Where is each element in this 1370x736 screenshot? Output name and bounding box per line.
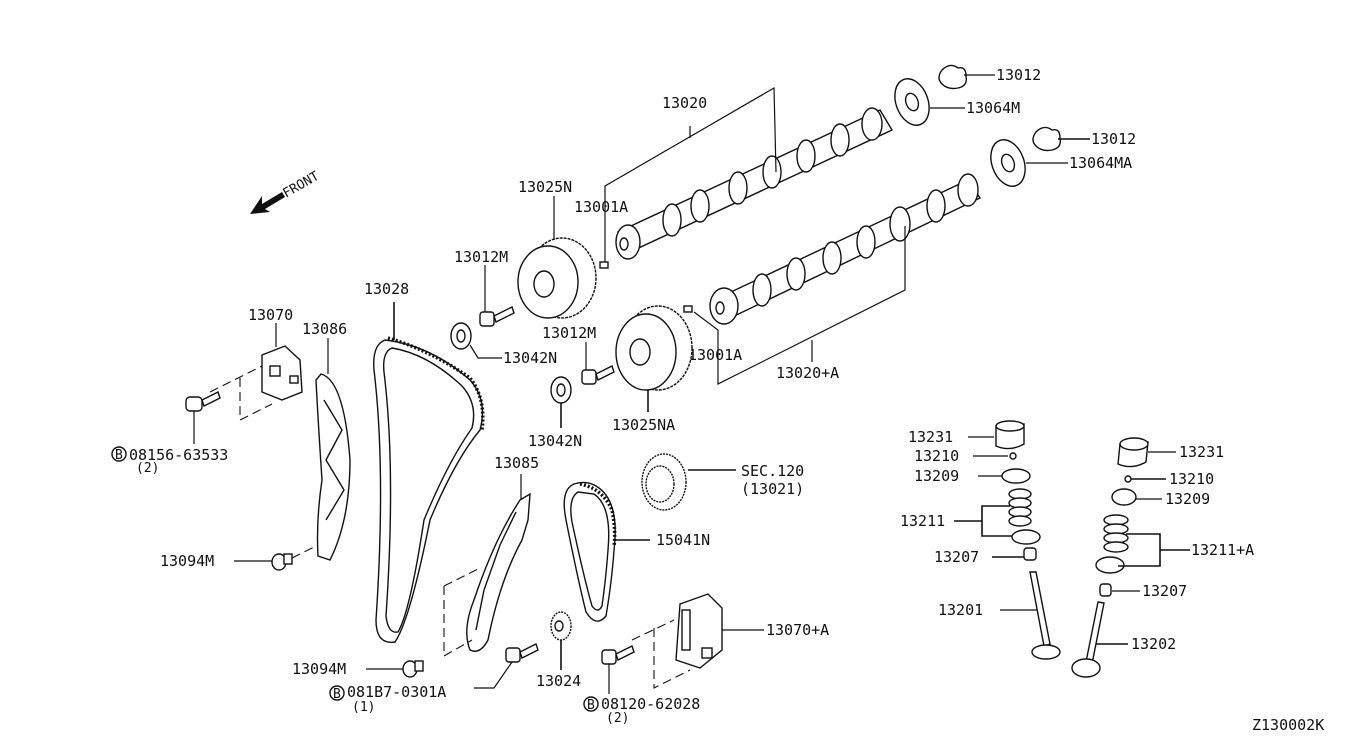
callout-13207-right[interactable]: 13207 — [1142, 582, 1187, 600]
quantity-08156: (2) — [136, 461, 159, 476]
callout-08156-63533[interactable]: 08156-63533 — [129, 446, 228, 464]
callout-13025N[interactable]: 13025N — [518, 178, 572, 196]
callout-13085[interactable]: 13085 — [494, 454, 539, 472]
bolt-08156-63533-icon — [185, 391, 221, 412]
diagram-code: Z130002K — [1252, 716, 1324, 734]
callout-13210-left[interactable]: 13210 — [914, 447, 959, 465]
oil-pump-gear-icon — [641, 453, 687, 511]
callout-13012M-lower[interactable]: 13012M — [542, 324, 596, 342]
callout-13201[interactable]: 13201 — [938, 601, 983, 619]
bolt-08120-62028-icon — [601, 645, 635, 665]
callout-13202[interactable]: 13202 — [1131, 635, 1176, 653]
spring-retainer-13209-right-icon — [1111, 488, 1137, 506]
callout-13070[interactable]: 13070 — [248, 306, 293, 324]
quantity-08120: (2) — [606, 711, 629, 726]
chain-guide-13086-icon — [315, 373, 351, 561]
bolt-symbol-icon: B — [583, 696, 599, 713]
callout-13001A-lower[interactable]: 13001A — [688, 346, 742, 364]
valve-spring-13211-left-icon — [1008, 488, 1041, 545]
callout-13094M-lower[interactable]: 13094M — [292, 660, 346, 678]
timing-chain-13028-icon — [373, 336, 485, 644]
svg-text:B: B — [115, 448, 123, 463]
callout-13028[interactable]: 13028 — [364, 280, 409, 298]
callout-13064MA[interactable]: 13064MA — [1069, 154, 1132, 172]
callout-sec-120[interactable]: SEC.120 — [741, 462, 804, 480]
cam-sprocket-13025NA-icon — [615, 305, 693, 391]
sprocket-13064MA-icon — [990, 139, 1026, 187]
dowel-pin-upper-icon — [599, 261, 609, 269]
chain-guide-13085-icon — [466, 492, 531, 652]
callout-08120-62028[interactable]: 08120-62028 — [601, 695, 700, 713]
callout-13020A[interactable]: 13020+A — [776, 364, 839, 382]
chain-tensioner-13070A-icon — [675, 593, 723, 669]
callout-13020[interactable]: 13020 — [662, 94, 707, 112]
crank-sprocket-13024-icon — [550, 611, 572, 641]
callout-13211[interactable]: 13211 — [900, 512, 945, 530]
valve-collet-13210-left-icon — [1009, 452, 1017, 460]
exhaust-valve-13202-icon — [1071, 601, 1105, 678]
oil-pump-chain-15041N-icon — [563, 481, 617, 622]
svg-text:B: B — [333, 687, 341, 702]
callout-13012-upper[interactable]: 13012 — [996, 66, 1041, 84]
bolt-13012M-lower-icon — [581, 365, 615, 385]
camshaft-upper-icon — [615, 107, 894, 260]
callout-081B7-0301A[interactable]: 081B7-0301A — [347, 683, 446, 701]
valve-collet-13210-right-icon — [1124, 475, 1132, 483]
quantity-081B7: (1) — [352, 700, 375, 715]
callout-13086[interactable]: 13086 — [302, 320, 347, 338]
cap-13012-lower-icon — [1032, 126, 1062, 152]
callout-13231-right[interactable]: 13231 — [1179, 443, 1224, 461]
bolt-081B7-0301A-icon — [505, 643, 539, 663]
callout-13012M-upper[interactable]: 13012M — [454, 248, 508, 266]
dowel-pin-lower-icon — [683, 305, 693, 313]
callout-13094M-upper[interactable]: 13094M — [160, 552, 214, 570]
seal-13042N-lower-icon — [550, 376, 572, 404]
bolt-symbol-icon: B — [111, 446, 127, 463]
callout-13021-ref[interactable]: (13021) — [741, 480, 804, 498]
pivot-bolt-13094M-upper-icon — [271, 553, 293, 571]
callout-13209-right[interactable]: 13209 — [1165, 490, 1210, 508]
callout-13024[interactable]: 13024 — [536, 672, 581, 690]
callout-13211A[interactable]: 13211+A — [1191, 541, 1254, 559]
intake-valve-13201-icon — [1029, 571, 1061, 660]
cap-13012-upper-icon — [938, 64, 968, 90]
callout-13064M[interactable]: 13064M — [966, 99, 1020, 117]
callout-13001A-upper[interactable]: 13001A — [574, 198, 628, 216]
callout-13012-lower[interactable]: 13012 — [1091, 130, 1136, 148]
valve-lifter-13231-left-icon — [995, 420, 1025, 450]
valve-seal-13207-left-icon — [1023, 547, 1037, 561]
bolt-symbol-icon: B — [329, 685, 345, 702]
front-direction-arrow-icon: FRONT — [250, 169, 322, 214]
callout-13209-left[interactable]: 13209 — [914, 467, 959, 485]
spring-retainer-13209-left-icon — [1001, 468, 1031, 484]
callout-13207-left[interactable]: 13207 — [934, 548, 979, 566]
valve-lifter-13231-right-icon — [1117, 437, 1149, 468]
valve-spring-13211A-right-icon — [1095, 514, 1129, 574]
callout-13042N-lower[interactable]: 13042N — [528, 432, 582, 450]
callout-15041N[interactable]: 15041N — [656, 531, 710, 549]
callout-13231-left[interactable]: 13231 — [908, 428, 953, 446]
sprocket-13064M-icon — [894, 78, 930, 126]
seal-13042N-upper-icon — [450, 322, 472, 350]
valve-seal-13207-right-icon — [1099, 583, 1112, 597]
front-label: FRONT — [281, 169, 323, 202]
svg-text:B: B — [587, 698, 595, 713]
callout-13070A[interactable]: 13070+A — [766, 621, 829, 639]
callout-13025NA[interactable]: 13025NA — [612, 416, 675, 434]
chain-tensioner-13070-icon — [261, 345, 303, 401]
pivot-bolt-13094M-lower-icon — [402, 660, 424, 678]
callout-13042N-upper[interactable]: 13042N — [503, 349, 557, 367]
callout-13210-right[interactable]: 13210 — [1169, 470, 1214, 488]
cam-sprocket-13025N-icon — [517, 237, 597, 319]
bolt-13012M-upper-icon — [479, 306, 515, 327]
camshaft-lower-icon — [709, 173, 982, 325]
